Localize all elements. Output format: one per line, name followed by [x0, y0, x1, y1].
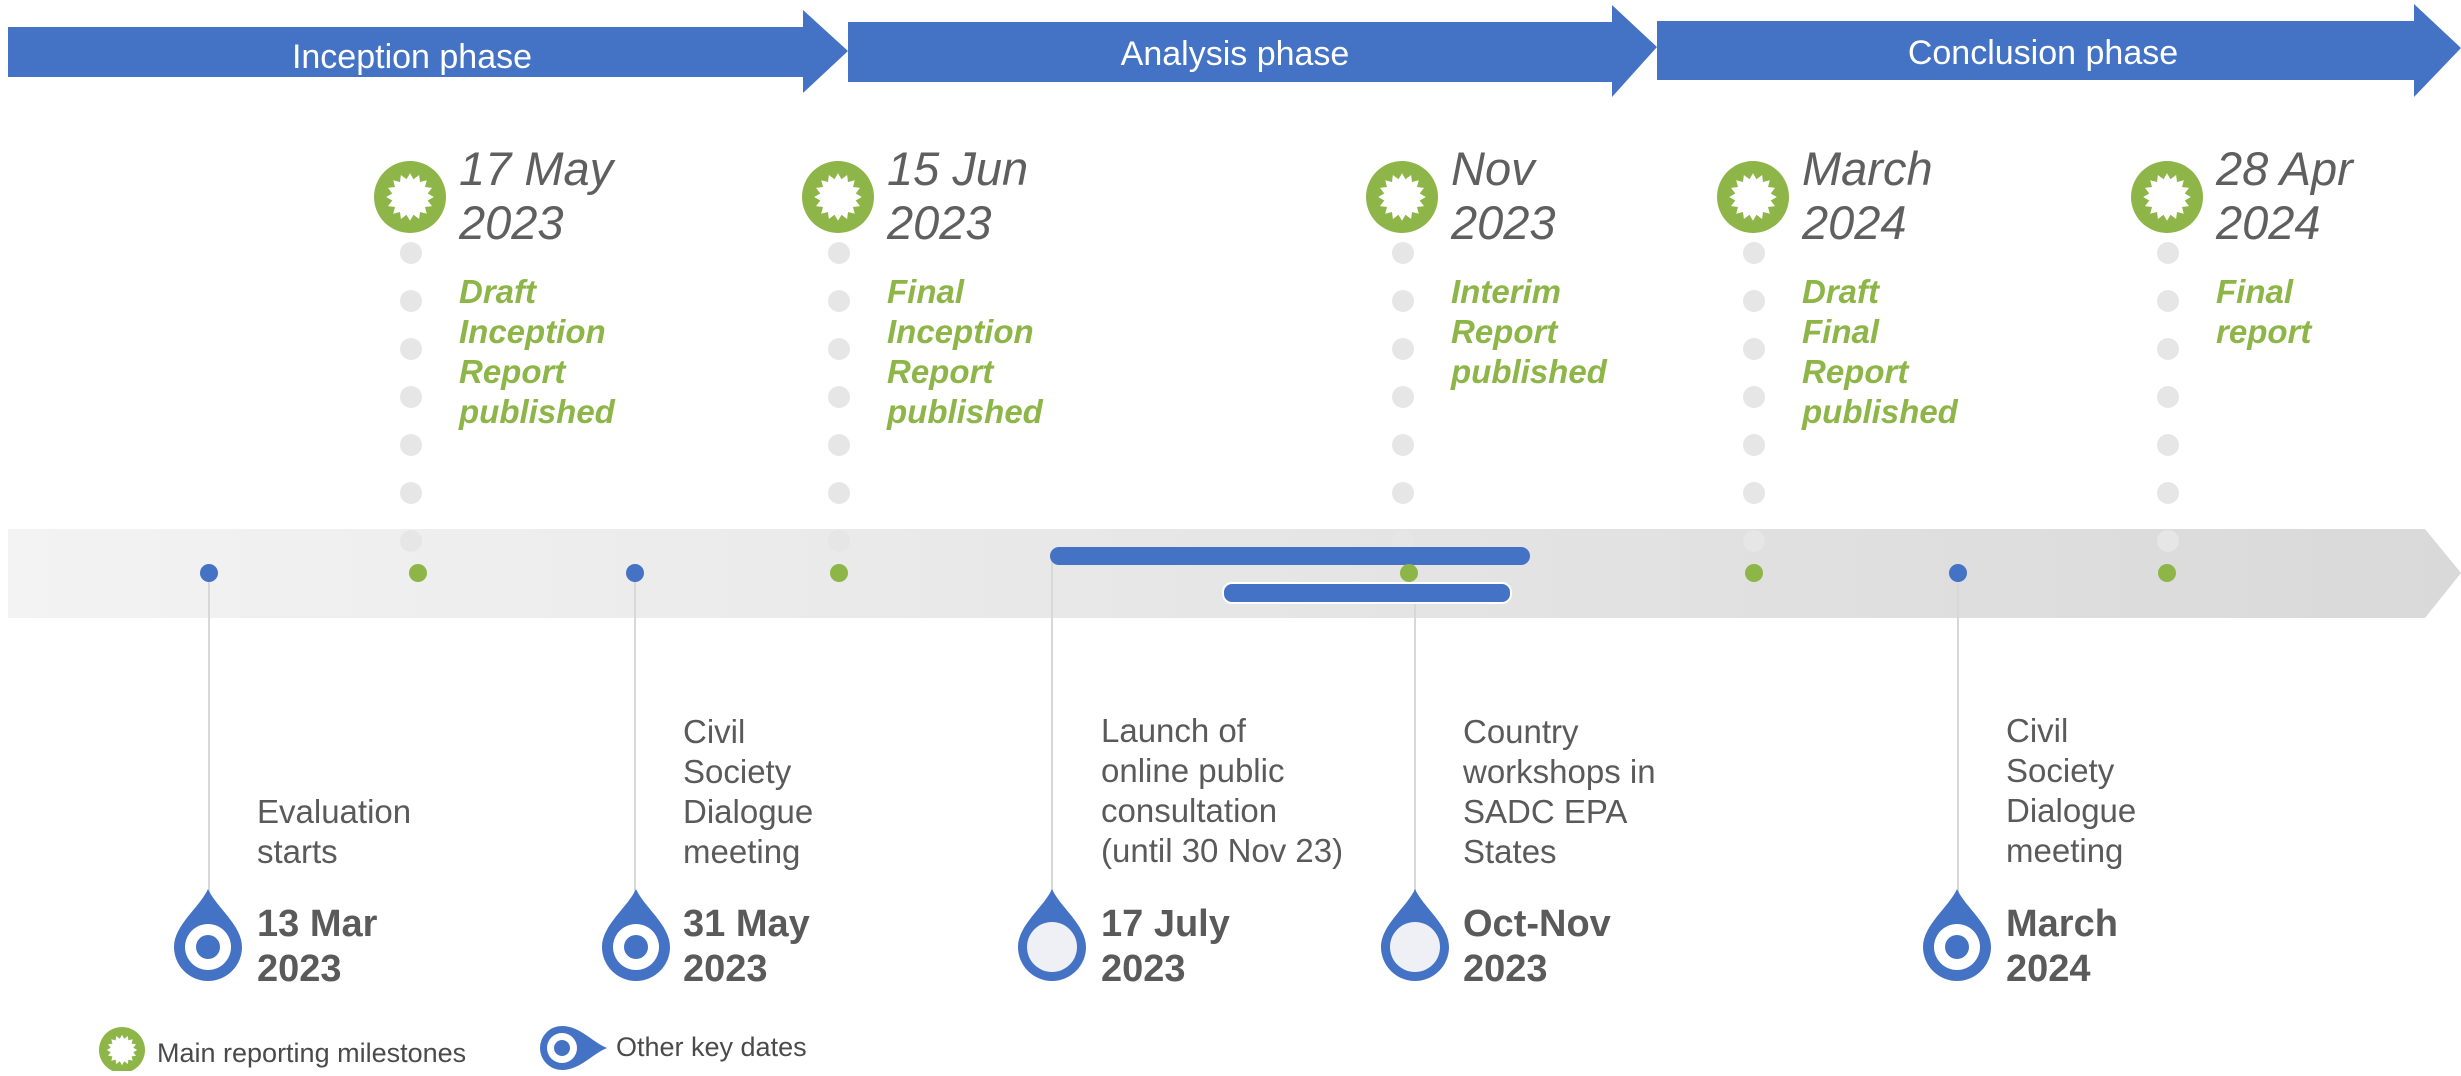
milestone-date: 28 Apr 2024 [2216, 142, 2353, 249]
milestone-dotted-lines [400, 242, 2179, 552]
consultation-period-bar [1050, 547, 1530, 565]
dotted-line-dot [400, 386, 422, 408]
band-dot-milestone [1745, 564, 1763, 582]
dotted-line-dot [1392, 482, 1414, 504]
dotted-line-dot [828, 386, 850, 408]
band-dots [200, 564, 2176, 582]
dotted-line-dot [1743, 482, 1765, 504]
dotted-line-dot [2157, 482, 2179, 504]
dotted-line-dot [828, 338, 850, 360]
dotted-line-dot [400, 242, 422, 264]
legend-gear-icon [99, 1027, 145, 1073]
event-description: Country workshops in SADC EPA States [1463, 713, 1656, 870]
phase-arrow-conclusion: Conclusion phase [1657, 4, 2461, 97]
blue-pin-icon [602, 889, 670, 981]
dotted-line-dot [2157, 290, 2179, 312]
dotted-line-dot [400, 434, 422, 456]
dotted-line-dot [1743, 242, 1765, 264]
event-description: Launch of online public consultation (un… [1101, 712, 1344, 869]
dotted-line-dot [400, 530, 422, 552]
dotted-line-dot [828, 242, 850, 264]
milestone-description: Final report [2216, 273, 2312, 350]
band-dot-event [1949, 564, 1967, 582]
dotted-line-dot [2157, 338, 2179, 360]
dotted-line-dot [400, 338, 422, 360]
blue-hollow-pin-icon [1381, 889, 1449, 981]
green-gear-icon [1717, 161, 1789, 233]
blue-pin-icon [174, 889, 242, 981]
legend-icons [99, 1026, 607, 1073]
legend-main-label: Main reporting milestones [157, 1038, 467, 1068]
milestone-icons [374, 161, 2203, 233]
band-dot-milestone [830, 564, 848, 582]
milestone-date: 17 May 2023 [459, 142, 614, 249]
dotted-line-dot [2157, 434, 2179, 456]
green-gear-icon [802, 161, 874, 233]
timeline-band [8, 529, 2461, 618]
dotted-line-dot [2157, 530, 2179, 552]
green-gear-icon [374, 161, 446, 233]
green-gear-icon [1366, 161, 1438, 233]
dotted-line-dot [1743, 386, 1765, 408]
legend-pin-icon [540, 1026, 607, 1070]
band-dot-milestone [1400, 564, 1418, 582]
dotted-line-dot [1392, 290, 1414, 312]
blue-pin-icon [1923, 889, 1991, 981]
milestone-description: Interim Report published [1451, 273, 1607, 390]
milestone-description: Draft Inception Report published [459, 273, 615, 430]
phase-arrow-inception: Inception phase [8, 10, 848, 93]
dotted-line-dot [1743, 530, 1765, 552]
dotted-line-dot [828, 530, 850, 552]
dotted-line-dot [1392, 338, 1414, 360]
event-description: Civil Society Dialogue meeting [683, 713, 814, 870]
event-date: 31 May 2023 [683, 903, 810, 990]
dotted-line-dot [1392, 434, 1414, 456]
band-dot-event [626, 564, 644, 582]
phase-arrow-analysis: Analysis phase [848, 5, 1657, 97]
band-dot-milestone [409, 564, 427, 582]
event-connectors [208, 556, 1959, 895]
milestone-description: Final Inception Report published [887, 273, 1043, 430]
event-description: Civil Society Dialogue meeting [2006, 712, 2137, 869]
milestone-description: Draft Final Report published [1802, 273, 1958, 430]
dotted-line-dot [1392, 386, 1414, 408]
event-date: 17 July 2023 [1101, 903, 1230, 990]
dotted-line-dot [1392, 242, 1414, 264]
dotted-line-dot [400, 482, 422, 504]
dotted-line-dot [400, 290, 422, 312]
dotted-line-dot [1743, 290, 1765, 312]
dotted-line-dot [828, 482, 850, 504]
event-icons [174, 889, 1991, 981]
dotted-line-dot [2157, 386, 2179, 408]
event-date: March 2024 [2006, 903, 2118, 990]
dotted-line-dot [1392, 530, 1414, 552]
milestone-date: March 2024 [1802, 142, 1933, 249]
event-date: Oct-Nov 2023 [1463, 903, 1611, 990]
event-date: 13 Mar 2023 [257, 903, 378, 990]
dotted-line-dot [828, 290, 850, 312]
dotted-line-dot [2157, 242, 2179, 264]
phase-label-analysis: Analysis phase [1121, 35, 1350, 73]
milestone-date: Nov 2023 [1451, 142, 1556, 249]
event-description: Evaluation starts [257, 793, 412, 870]
band-dot-milestone [2158, 564, 2176, 582]
phase-label-inception: Inception phase [292, 38, 532, 76]
blue-hollow-pin-icon [1018, 889, 1086, 981]
phase-label-conclusion: Conclusion phase [1908, 34, 2178, 72]
legend-other-label: Other key dates [616, 1032, 807, 1062]
band-dot-event [200, 564, 218, 582]
dotted-line-dot [828, 434, 850, 456]
workshop-period-bar [1222, 582, 1512, 604]
green-gear-icon [2131, 161, 2203, 233]
milestone-date: 15 Jun 2023 [887, 142, 1029, 249]
dotted-line-dot [1743, 338, 1765, 360]
dotted-line-dot [1743, 434, 1765, 456]
